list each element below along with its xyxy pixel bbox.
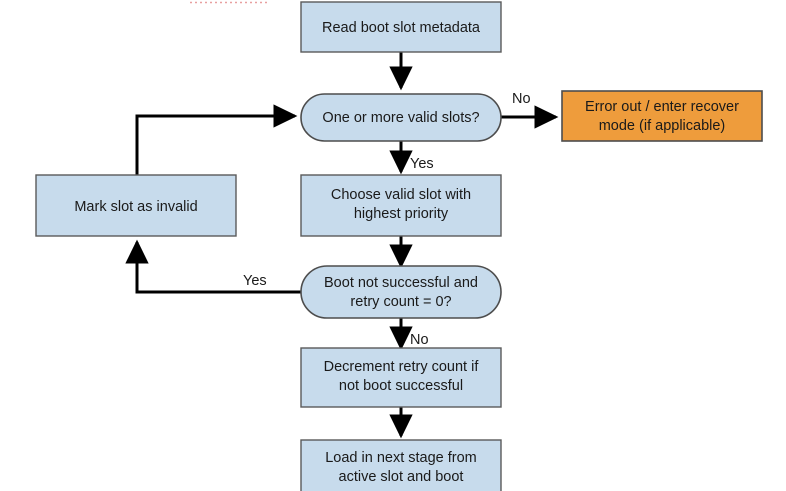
node-choose-valid-slot-with-highest-priority[interactable]: Choose valid slot with highest priority <box>300 174 502 237</box>
node-label-line: active slot and boot <box>339 469 464 485</box>
node-shape-process <box>300 174 502 237</box>
node-error-out-enter-recover-mode[interactable]: Error out / enter recover mode (if appli… <box>561 90 763 142</box>
node-shape-process <box>300 439 502 491</box>
edge-label-retry-yes: Yes <box>243 273 267 289</box>
node-mark-slot-as-invalid[interactable]: Mark slot as invalid <box>35 174 237 237</box>
node-label-line: not boot successful <box>339 378 463 394</box>
node-shape-process <box>300 347 502 408</box>
edge-retry-yes-to-mark-invalid <box>125 239 301 294</box>
node-label-line: One or more valid slots? <box>322 110 479 126</box>
node-label-line: Mark slot as invalid <box>74 199 197 215</box>
node-load-next-stage[interactable]: Load in next stage from active slot and … <box>300 439 502 491</box>
node-shape-process <box>300 1 502 53</box>
node-label-line: Boot not successful and <box>324 275 478 291</box>
node-shape-decision <box>300 93 502 142</box>
node-label-line: Choose valid slot with <box>331 187 471 203</box>
node-shape-decision <box>300 265 502 319</box>
node-label-line: Error out / enter recover <box>585 99 739 115</box>
node-one-or-more-valid-slots[interactable]: One or more valid slots? <box>300 93 502 142</box>
node-read-boot-slot-metadata[interactable]: Read boot slot metadata <box>300 1 502 53</box>
node-decrement-retry-count[interactable]: Decrement retry count if not boot succes… <box>300 347 502 408</box>
node-label-line: Load in next stage from <box>325 450 477 466</box>
edge-label-valid-slots-no: No <box>512 91 531 107</box>
node-label-line: mode (if applicable) <box>599 118 726 134</box>
edge-mark-invalid-to-valid-slots <box>135 104 298 175</box>
node-boot-not-successful-and-retry-count-zero[interactable]: Boot not successful and retry count = 0? <box>300 265 502 319</box>
node-shape-error <box>561 90 763 142</box>
node-label-line: Read boot slot metadata <box>322 20 481 36</box>
node-shape-process <box>35 174 237 237</box>
edge-label-retry-no: No <box>410 332 429 348</box>
node-label-line: Decrement retry count if <box>324 359 480 375</box>
edge-label-valid-slots-yes: Yes <box>410 156 434 172</box>
node-label-line: highest priority <box>354 206 449 222</box>
node-label-line: retry count = 0? <box>350 294 451 310</box>
